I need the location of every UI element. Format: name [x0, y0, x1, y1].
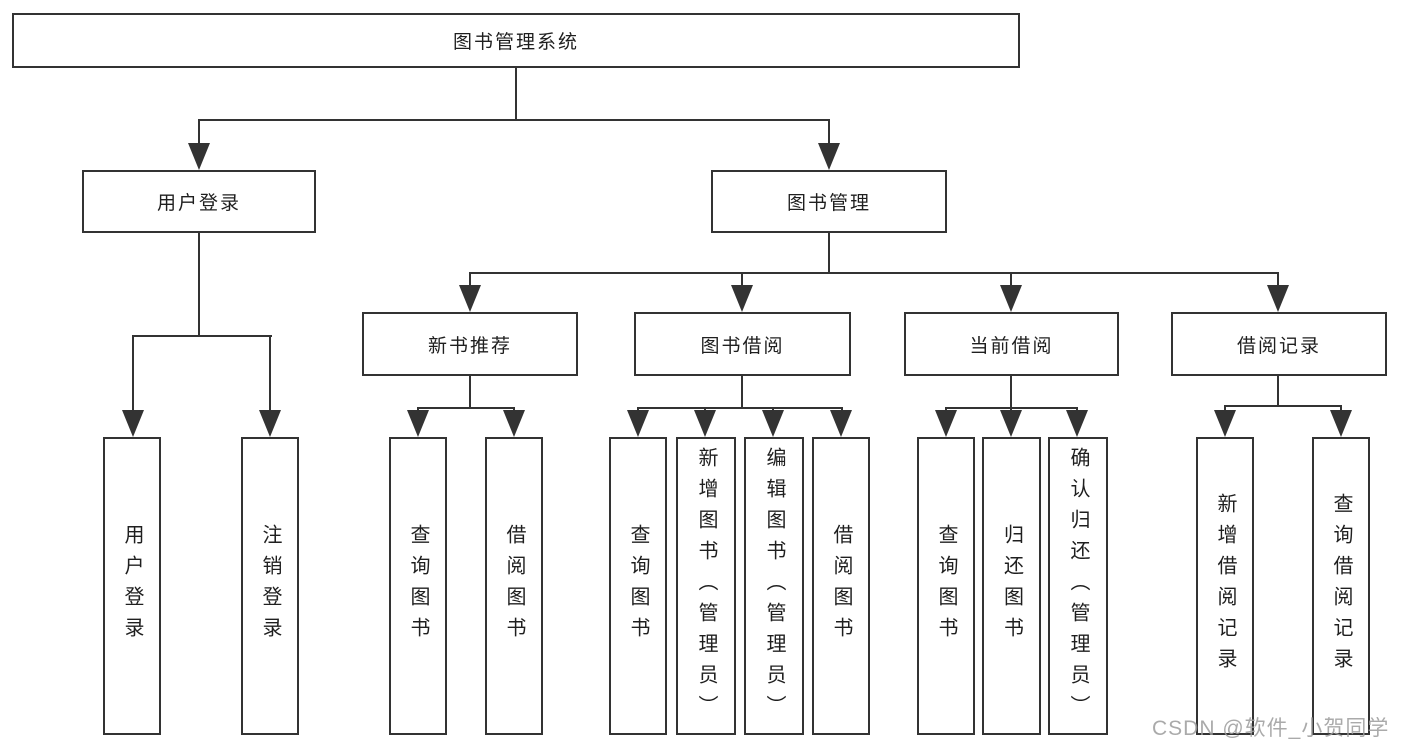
arrowhead-leaf-query-recommend — [407, 410, 429, 437]
connector-recommend-group-horizontal — [417, 407, 515, 409]
leaf-confirm-return-admin: 确认归还（管理员） — [1048, 437, 1108, 735]
leaf-query-books-borrow: 查询图书 — [609, 437, 667, 735]
leaf-borrow-books-recommend-label: 借阅图书 — [503, 524, 525, 648]
leaf-query-books-recommend-label: 查询图书 — [407, 524, 429, 648]
leaf-confirm-return-admin-label: 确认归还（管理员） — [1067, 446, 1089, 726]
node-book-borrow: 图书借阅 — [634, 312, 851, 376]
node-borrow-records-label: 借阅记录 — [1236, 335, 1321, 357]
connector-borrow-records-stub — [1277, 376, 1279, 407]
arrowhead-leaf-query-borrow — [627, 410, 649, 437]
connector-leaf-query-record-drop — [1340, 405, 1342, 413]
connector-user-login-stub — [198, 233, 200, 337]
arrowhead-book-borrow — [731, 285, 753, 312]
arrowhead-current-borrow — [1000, 285, 1022, 312]
arrowhead-leaf-edit-book — [762, 410, 784, 437]
connector-level2-horizontal — [198, 119, 830, 121]
leaf-query-borrow-record-label: 查询借阅记录 — [1330, 493, 1352, 679]
node-root: 图书管理系统 — [12, 13, 1020, 68]
connector-leaf-logout-drop — [269, 335, 271, 412]
leaf-return-books-label: 归还图书 — [1000, 524, 1023, 648]
connector-root-stub — [515, 68, 517, 121]
connector-leaf-user-login-drop — [132, 335, 134, 412]
connector-book-management-stub — [828, 233, 830, 274]
leaf-edit-book-admin-label: 编辑图书（管理员） — [763, 446, 785, 726]
arrowhead-leaf-borrow-recommend — [503, 410, 525, 437]
node-user-login-label: 用户登录 — [156, 193, 241, 214]
connector-recommend-drop — [469, 272, 471, 288]
leaf-logout: 注销登录 — [241, 437, 299, 735]
leaf-borrow-books-recommend: 借阅图书 — [485, 437, 543, 735]
arrowhead-leaf-logout — [259, 410, 281, 437]
leaf-edit-book-admin: 编辑图书（管理员） — [744, 437, 804, 735]
connector-leaf-add-record-drop — [1224, 405, 1226, 413]
leaf-query-books-recommend: 查询图书 — [389, 437, 447, 735]
arrowhead-leaf-add-record — [1214, 410, 1236, 437]
connector-book-borrow-drop — [741, 272, 743, 288]
leaf-borrow-books: 借阅图书 — [812, 437, 870, 735]
leaf-query-books-current-label: 查询图书 — [935, 524, 957, 648]
arrowhead-leaf-query-current — [935, 410, 957, 437]
leaf-add-book-admin: 新增图书（管理员） — [676, 437, 736, 735]
arrowhead-book-management — [818, 143, 840, 170]
arrowhead-borrow-records — [1267, 285, 1289, 312]
connector-current-borrow-drop — [1010, 272, 1012, 288]
connector-user-login-drop — [198, 119, 200, 146]
leaf-add-book-admin-label: 新增图书（管理员） — [695, 446, 717, 726]
connector-recommend-stub — [469, 376, 471, 409]
arrowhead-recommend — [459, 285, 481, 312]
arrowhead-user-login — [188, 143, 210, 170]
node-book-management-label: 图书管理 — [786, 193, 871, 214]
arrowhead-leaf-borrow-books — [830, 410, 852, 437]
arrowhead-leaf-add-book — [694, 410, 716, 437]
connector-records-group-horizontal — [1224, 405, 1342, 407]
connector-current-borrow-stub — [1010, 376, 1012, 409]
leaf-logout-label: 注销登录 — [259, 524, 281, 648]
connector-book-borrow-stub — [741, 376, 743, 409]
leaf-return-books: 归还图书 — [982, 437, 1041, 735]
connector-borrow-group-horizontal — [637, 407, 843, 409]
connector-borrow-records-drop — [1277, 272, 1279, 288]
connector-level3-horizontal — [469, 272, 1279, 274]
leaf-query-borrow-record: 查询借阅记录 — [1312, 437, 1370, 735]
leaf-add-borrow-record: 新增借阅记录 — [1196, 437, 1254, 735]
leaf-borrow-books-label: 借阅图书 — [830, 524, 852, 648]
connector-book-management-drop — [828, 119, 830, 146]
arrowhead-leaf-query-record — [1330, 410, 1352, 437]
node-borrow-records: 借阅记录 — [1171, 312, 1387, 376]
leaf-add-borrow-record-label: 新增借阅记录 — [1214, 493, 1236, 679]
node-user-login: 用户登录 — [82, 170, 316, 233]
node-current-borrow: 当前借阅 — [904, 312, 1119, 376]
node-root-label: 图书管理系统 — [452, 32, 579, 53]
node-new-book-recommend-label: 新书推荐 — [427, 335, 512, 357]
node-book-management: 图书管理 — [711, 170, 947, 233]
node-book-borrow-label: 图书借阅 — [700, 335, 785, 357]
leaf-user-login: 用户登录 — [103, 437, 161, 735]
node-new-book-recommend: 新书推荐 — [362, 312, 578, 376]
arrowhead-leaf-return-books — [1000, 410, 1022, 437]
leaf-user-login-label: 用户登录 — [121, 524, 143, 648]
connector-login-group-horizontal — [132, 335, 272, 337]
arrowhead-leaf-user-login — [122, 410, 144, 437]
leaf-query-books-borrow-label: 查询图书 — [627, 524, 649, 648]
leaf-query-books-current: 查询图书 — [917, 437, 975, 735]
node-current-borrow-label: 当前借阅 — [969, 335, 1054, 357]
watermark: CSDN @软件_小贺同学 — [1152, 717, 1390, 740]
arrowhead-leaf-confirm-return — [1066, 410, 1088, 437]
